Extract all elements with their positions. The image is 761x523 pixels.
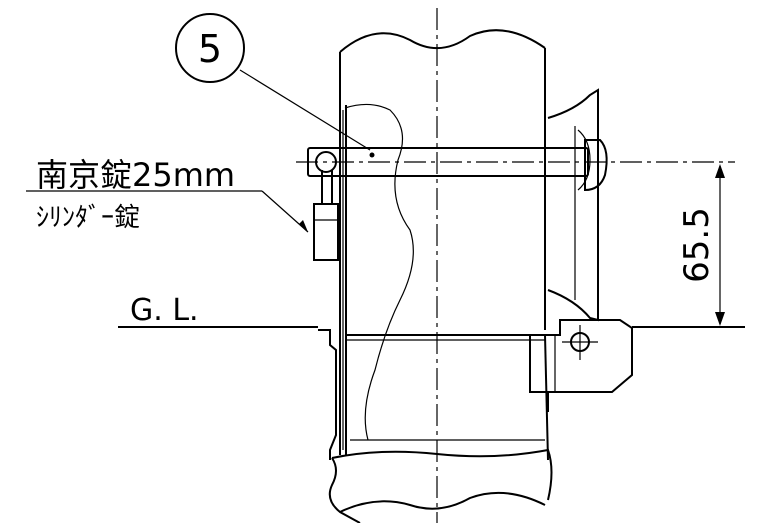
- pole: [339, 8, 546, 523]
- dimension-value: 65.5: [677, 207, 717, 283]
- padlock: [313, 170, 339, 261]
- lock-label: 南京錠25mm ｼﾘﾝﾀﾞｰ錠: [26, 156, 309, 233]
- callout-number: 5: [198, 27, 222, 71]
- ground-level-label: G. L.: [130, 293, 199, 328]
- pole-lower: [328, 334, 553, 523]
- lock-name-label: 南京錠25mm: [36, 156, 235, 194]
- lock-type-label: ｼﾘﾝﾀﾞｰ錠: [36, 203, 140, 233]
- dimension-65-5: 65.5: [677, 164, 725, 326]
- callout-5: 5: [175, 13, 371, 151]
- hinge-bracket: [529, 319, 633, 412]
- right-bracket: [547, 88, 608, 322]
- sleeve: [318, 105, 347, 460]
- lock-bar: [296, 147, 735, 177]
